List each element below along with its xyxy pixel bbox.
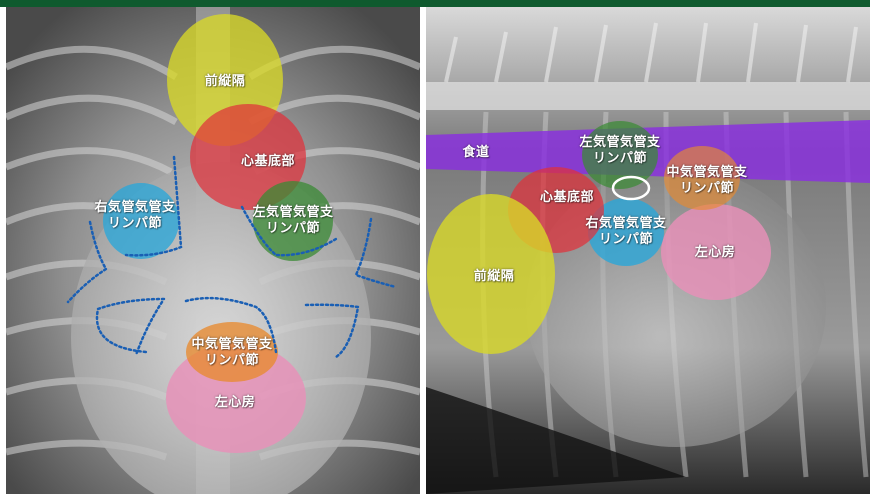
label-left-atrium: 左心房 xyxy=(694,245,736,260)
region-right-tb-ln xyxy=(103,183,179,259)
dotted-outlines xyxy=(66,155,398,359)
label-left-tracheobronchial-ln: 左気管気管支 リンパ節 xyxy=(579,135,661,166)
label-cranial-mediastinum: 前縦隔 xyxy=(473,269,515,284)
label-middle-tracheobronchial-ln: 中気管気管支 リンパ節 xyxy=(666,165,748,196)
label-left-tracheobronchial-ln: 左気管気管支 リンパ節 xyxy=(252,205,334,236)
trachea-bifurcation-marker xyxy=(611,175,651,201)
region-cranial-mediastinum xyxy=(427,194,555,354)
region-heart-base xyxy=(190,104,306,210)
label-cranial-mediastinum: 前縦隔 xyxy=(204,74,246,89)
region-middle-tb-ln xyxy=(186,322,278,382)
top-accent-bar xyxy=(0,0,870,7)
region-right-tb-ln xyxy=(588,198,664,266)
label-right-tracheobronchial-ln: 右気管気管支 リンパ節 xyxy=(585,216,667,247)
label-right-tracheobronchial-ln: 右気管気管支 リンパ節 xyxy=(94,200,176,231)
region-left-tb-ln xyxy=(582,121,658,189)
lateral-radiograph-panel: 食道 左気管気管支 リンパ節 中気管気管支 リンパ節 心基底部 右気管気管支 リ… xyxy=(426,7,870,494)
region-middle-tb-ln xyxy=(664,146,740,210)
label-esophagus: 食道 xyxy=(462,145,490,160)
region-left-tb-ln xyxy=(253,181,333,261)
label-heart-base: 心基底部 xyxy=(240,154,296,169)
dv-radiograph-image xyxy=(6,7,420,494)
label-middle-tracheobronchial-ln: 中気管気管支 リンパ節 xyxy=(191,337,273,368)
label-left-atrium: 左心房 xyxy=(214,395,256,410)
lateral-radiograph-image xyxy=(426,7,870,494)
dv-radiograph-panel: 前縦隔 心基底部 左気管気管支 リンパ節 右気管気管支 リンパ節 中気管気管支 … xyxy=(6,7,420,494)
label-heart-base: 心基底部 xyxy=(539,190,595,205)
region-left-atrium xyxy=(661,204,771,300)
